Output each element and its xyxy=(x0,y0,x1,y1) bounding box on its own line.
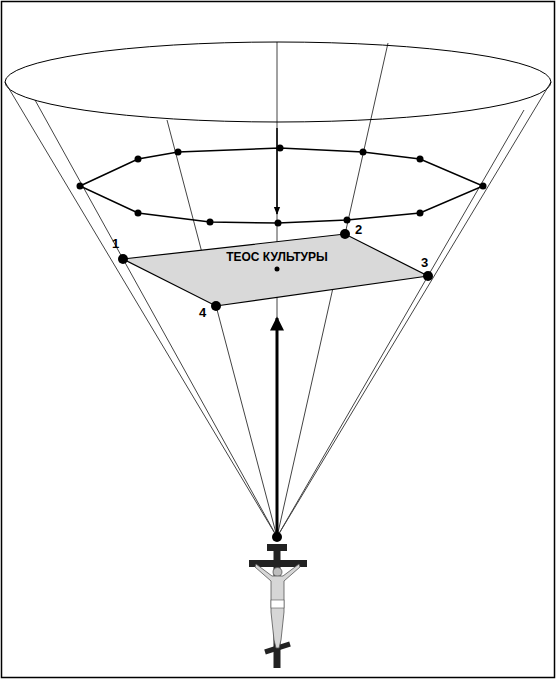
corner-dot xyxy=(423,271,433,281)
callout-number: 4 xyxy=(199,305,206,320)
dot-ring xyxy=(80,148,483,223)
plane-outline xyxy=(123,234,428,306)
plane-title: ТЕОС КУЛЬТУРЫ xyxy=(224,250,330,264)
ring-dots xyxy=(77,145,487,227)
corner-dot xyxy=(340,229,350,239)
center-dot xyxy=(275,267,280,272)
callout-number: 2 xyxy=(355,222,362,237)
corner-dot xyxy=(118,254,128,264)
cone-lines xyxy=(5,42,551,537)
cone-rim xyxy=(5,42,551,122)
callout-number: 1 xyxy=(112,236,119,251)
down-arrow xyxy=(276,128,278,214)
corner-dot xyxy=(211,301,221,311)
apex-dot xyxy=(272,532,282,542)
plane-fill xyxy=(123,234,428,306)
crucifix-symbol xyxy=(249,544,307,668)
up-arrow xyxy=(276,318,279,534)
culture-plane: ТЕОС КУЛЬТУРЫ xyxy=(123,234,428,306)
callout-number: 3 xyxy=(421,255,428,270)
